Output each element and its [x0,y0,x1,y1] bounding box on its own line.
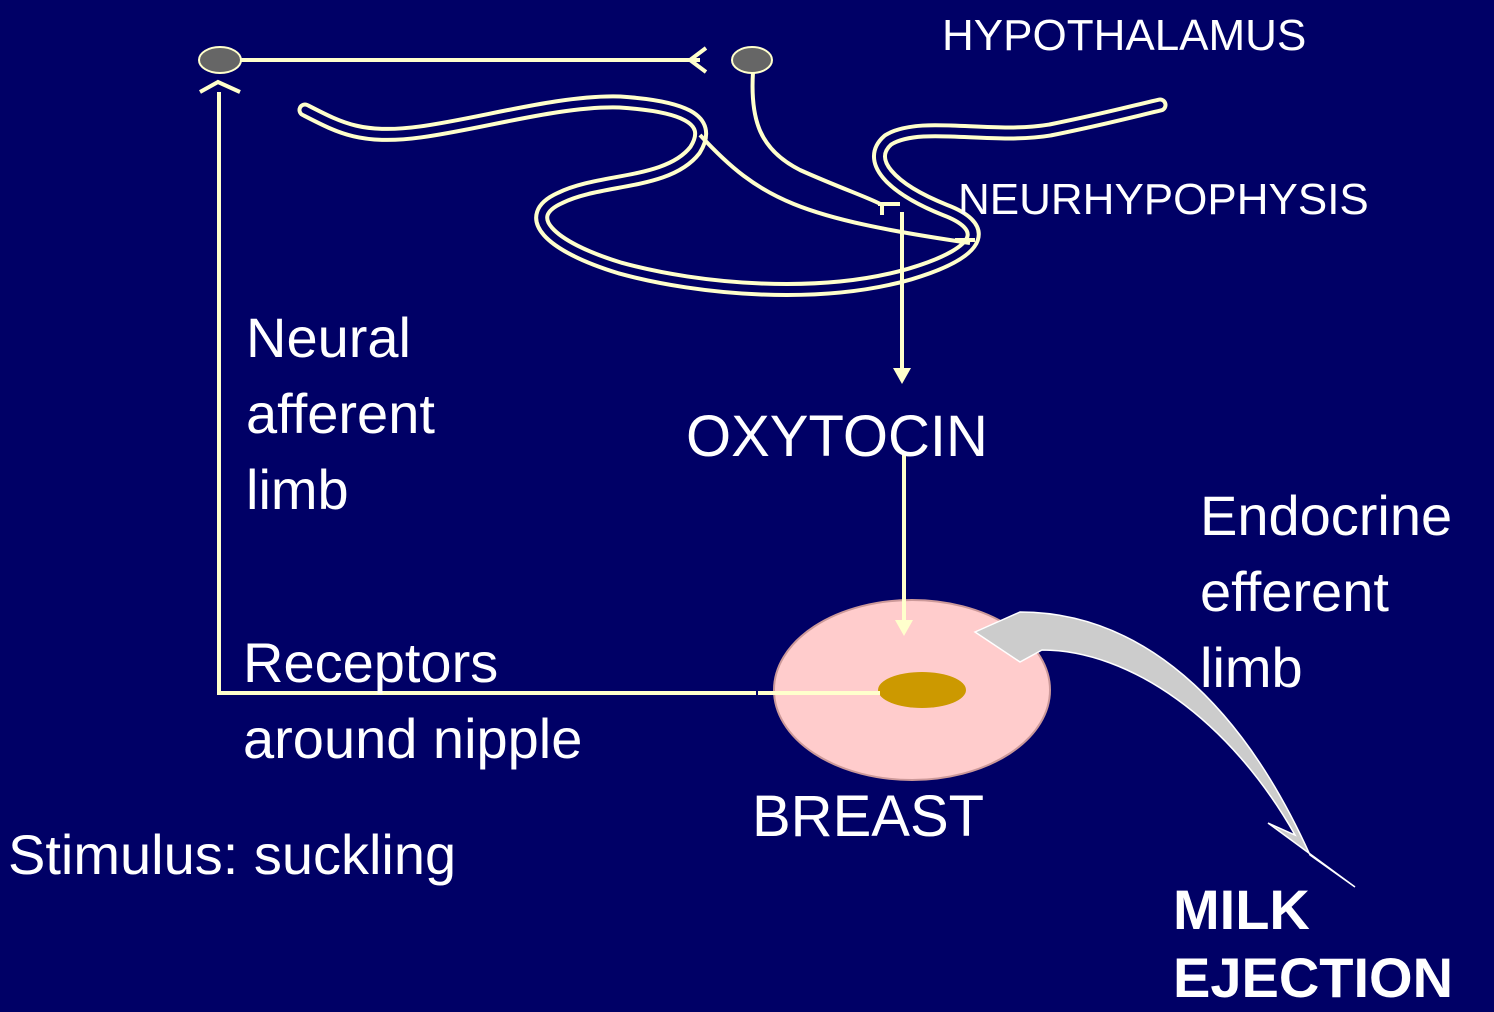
neuron-body-right [732,47,772,73]
synapse-chevron-left [200,82,240,92]
neural-afferent-limb-label: Neural afferent limb [246,300,435,528]
nipple-shape [878,672,966,708]
milk-ejection-line-1: MILK [1173,876,1453,944]
stimulus-label: Stimulus: suckling [8,827,456,883]
milk-ejection-label: MILK EJECTION [1173,876,1453,1012]
endocrine-efferent-limb-label: Endocrine efferent limb [1200,478,1452,706]
release-arrow-head [893,368,911,384]
neural-afferent-line-1: Neural [246,300,435,376]
receptors-label: Receptors around nipple [243,625,582,777]
neurohypophysis-label: NEURHYPOPHYSIS [958,178,1369,222]
receptors-line-1: Receptors [243,625,582,701]
neurosecretory-axon [753,72,882,205]
endocrine-efferent-line-1: Endocrine [1200,478,1452,554]
terminal-marker-1 [878,202,900,215]
endocrine-efferent-line-2: efferent [1200,554,1452,630]
hypothalamus-label: HYPOTHALAMUS [942,14,1306,58]
breast-label: BREAST [752,788,984,846]
neural-afferent-line-2: afferent [246,376,435,452]
neuron-body-left [199,47,241,73]
tract-line [700,135,970,243]
oxytocin-label: OXYTOCIN [686,408,988,466]
milk-ejection-line-2: EJECTION [1173,944,1453,1012]
neural-afferent-line-3: limb [246,452,435,528]
endocrine-efferent-line-3: limb [1200,630,1452,706]
receptors-line-2: around nipple [243,701,582,777]
